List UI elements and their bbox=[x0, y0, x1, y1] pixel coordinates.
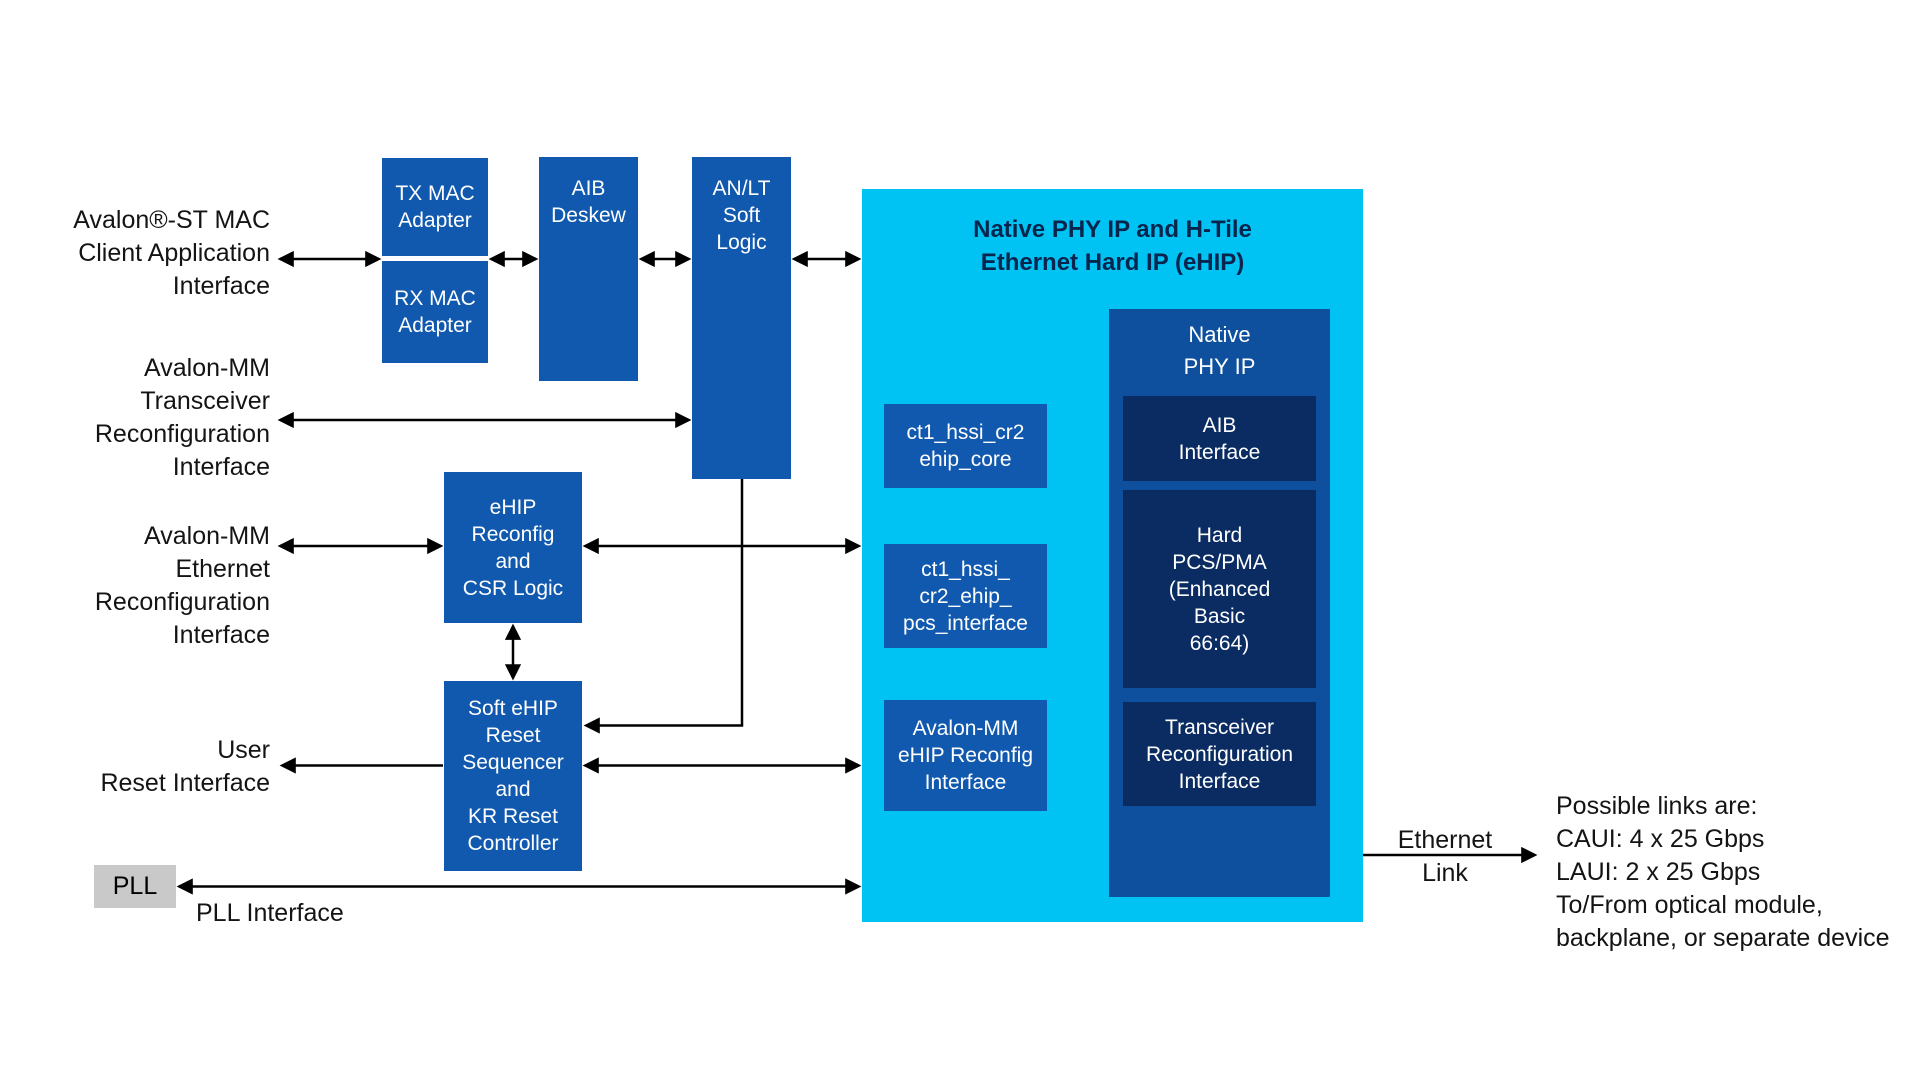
block-label: TX MAC Adapter bbox=[395, 182, 475, 232]
block-rx-mac-adapter: RX MAC Adapter bbox=[382, 261, 488, 363]
block-label: Transceiver Reconfiguration Interface bbox=[1145, 715, 1294, 793]
label-ethernet-link: Ethernet Link bbox=[1397, 826, 1493, 887]
block-ehip-reconfig-csr: eHIP Reconfig and CSR Logic bbox=[444, 472, 582, 623]
block-ehip-core: ct1_hssi_cr2 ehip_core bbox=[884, 404, 1047, 488]
block-xcvr-reconfig-interface: Transceiver Reconfiguration Interface bbox=[1123, 702, 1316, 806]
block-label: Soft eHIP Reset Sequencer and KR Reset C… bbox=[462, 697, 564, 855]
block-label: AIB Interface bbox=[1178, 413, 1261, 464]
label-avalon-st-mac-client: Avalon®-ST MAC Client Application Interf… bbox=[73, 206, 270, 300]
block-label: eHIP Reconfig and CSR Logic bbox=[462, 495, 564, 600]
native-phy-title: Native PHY IP bbox=[1183, 322, 1256, 379]
block-label: ct1_hssi_cr2 ehip_core bbox=[906, 421, 1025, 471]
block-anlt-soft-logic: AN/LT Soft Logic bbox=[692, 157, 791, 479]
block-label: AN/LT Soft Logic bbox=[712, 177, 771, 254]
block-label: AIB Deskew bbox=[551, 177, 626, 227]
block-label: RX MAC Adapter bbox=[394, 287, 476, 337]
block-tx-mac-adapter: TX MAC Adapter bbox=[382, 158, 488, 256]
label-pll-interface: PLL Interface bbox=[196, 899, 344, 927]
block-label: Hard PCS/PMA (Enhanced Basic 66:64) bbox=[1168, 523, 1271, 655]
label-user-reset: User Reset Interface bbox=[100, 736, 270, 797]
block-aib-deskew: AIB Deskew bbox=[539, 157, 638, 381]
hard-ip-title: Native PHY IP and H-Tile Ethernet Hard I… bbox=[973, 216, 1252, 276]
arrow-anlt-reset bbox=[583, 461, 751, 734]
block-pcs-interface: ct1_hssi_ cr2_ehip_ pcs_interface bbox=[884, 544, 1047, 648]
pll-label: PLL bbox=[112, 872, 158, 900]
label-avalon-mm-xcvr-reconfig: Avalon-MM Transceiver Reconfiguration In… bbox=[94, 354, 270, 481]
block-label: ct1_hssi_ cr2_ehip_ pcs_interface bbox=[903, 557, 1028, 635]
label-avalon-mm-eth-reconfig: Avalon-MM Ethernet Reconfiguration Inter… bbox=[94, 522, 270, 649]
block-label: Avalon-MM eHIP Reconfig Interface bbox=[897, 717, 1034, 794]
block-avmm-ehip-reconfig: Avalon-MM eHIP Reconfig Interface bbox=[884, 700, 1047, 811]
block-soft-ehip-reset: Soft eHIP Reset Sequencer and KR Reset C… bbox=[444, 681, 582, 871]
label-possible-links: Possible links are: CAUI: 4 x 25 Gbps LA… bbox=[1556, 792, 1890, 952]
pll-block: PLL bbox=[94, 865, 176, 908]
block-hard-pcs-pma: Hard PCS/PMA (Enhanced Basic 66:64) bbox=[1123, 490, 1316, 688]
block-aib-interface: AIB Interface bbox=[1123, 396, 1316, 481]
